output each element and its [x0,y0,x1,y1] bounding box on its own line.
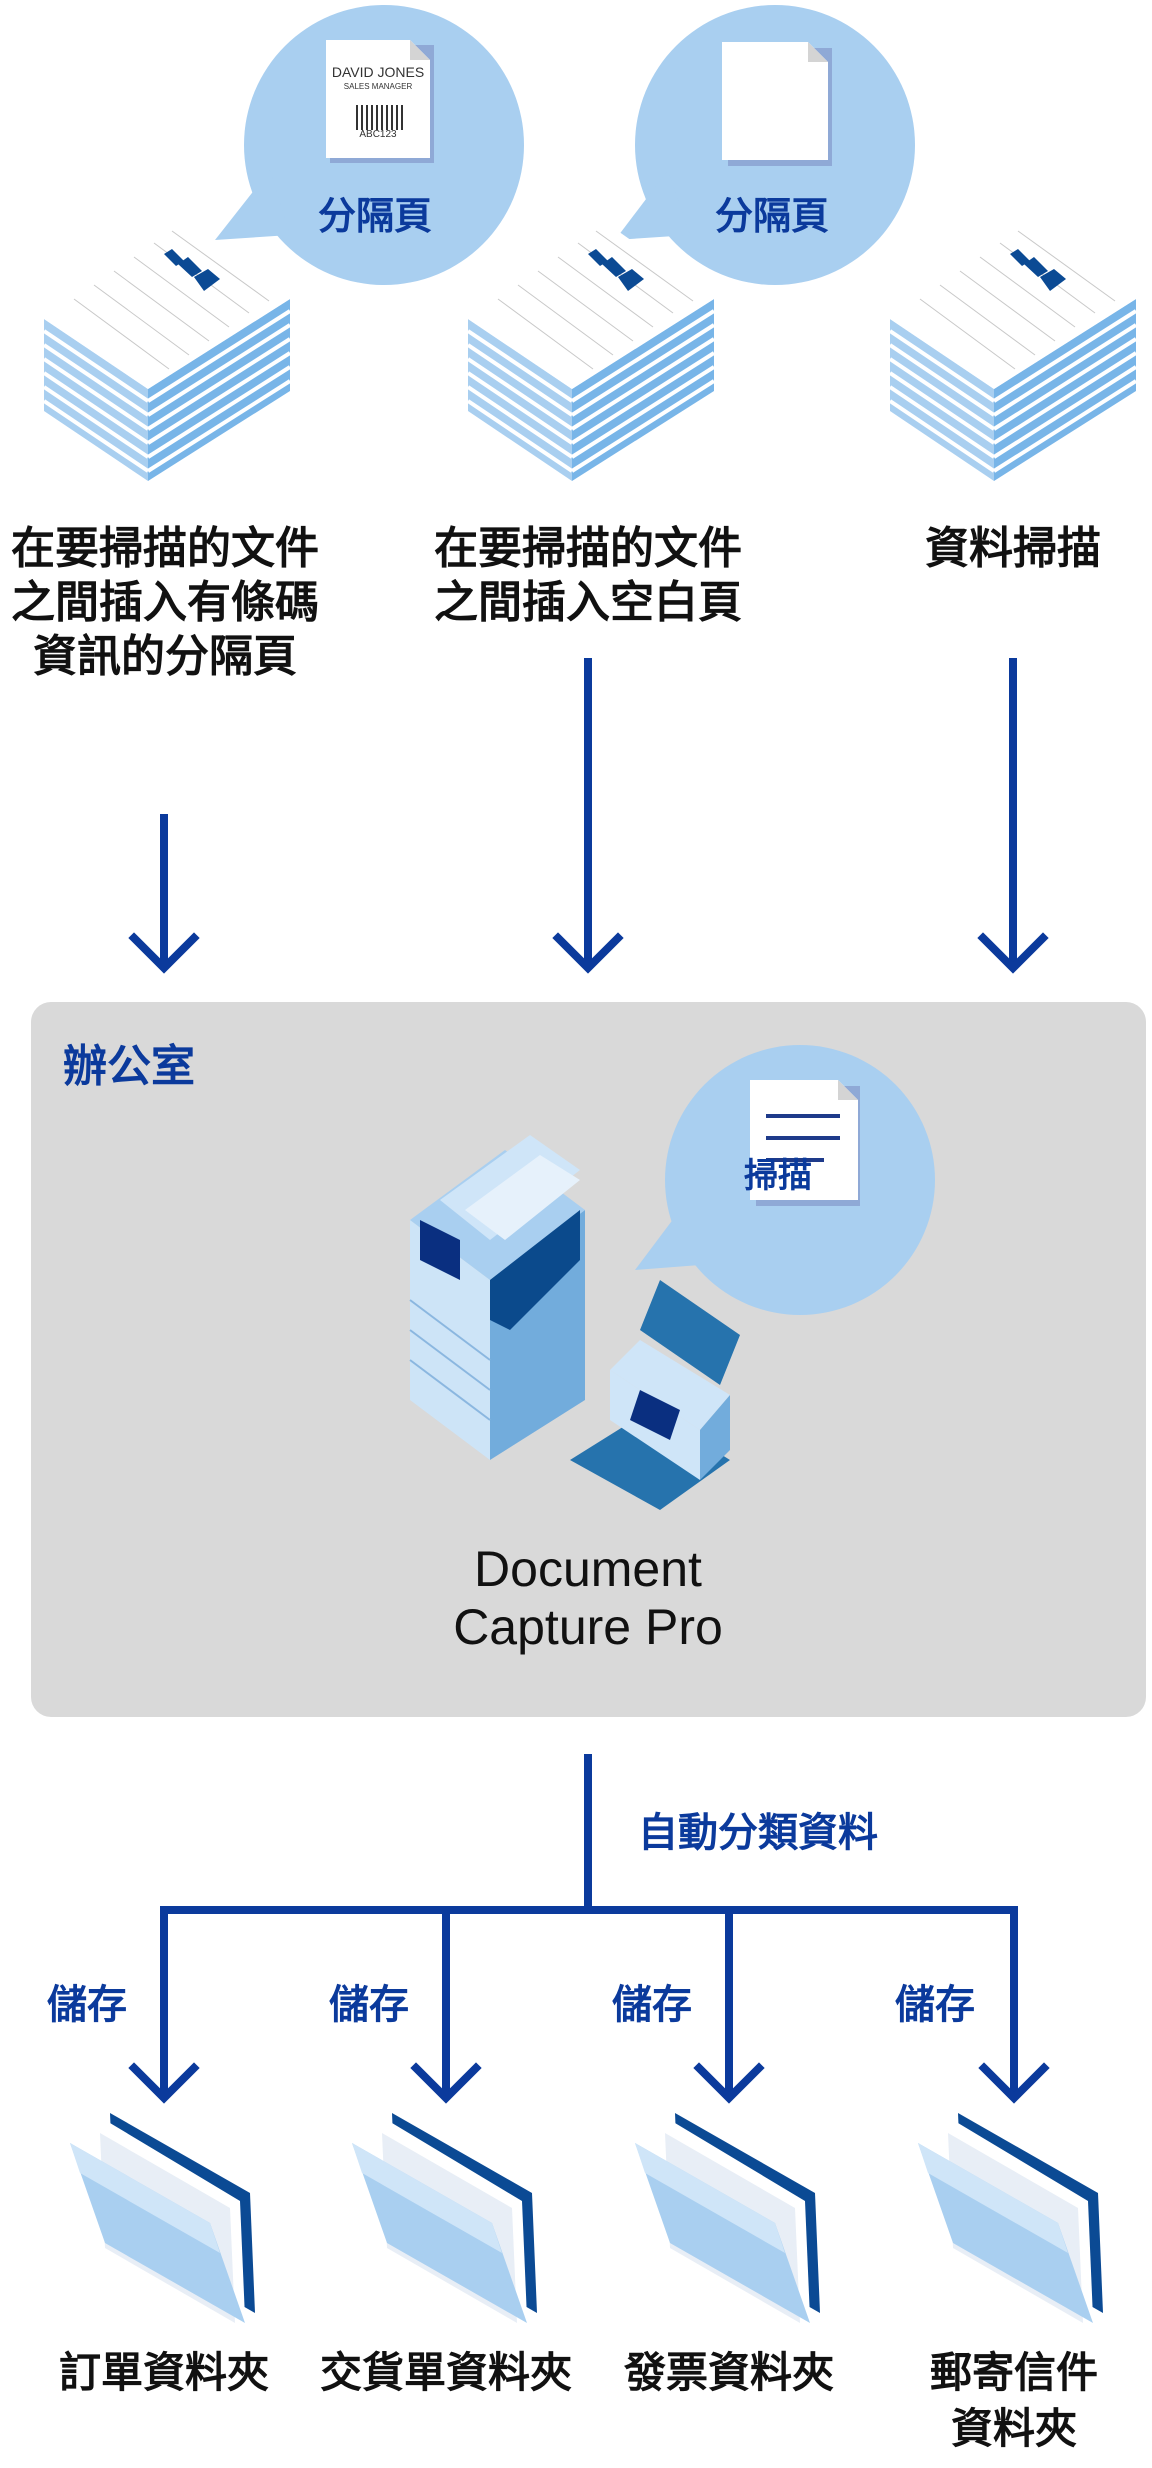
input-arrows [128,658,1049,974]
office-title: 辦公室 [63,1041,195,1092]
bubble-separator-label-2: 分隔頁 [714,194,829,238]
method-label-line: 之間插入空白頁 [434,577,742,628]
sorting-tree [128,1754,1050,2104]
barcode-sheet-code: ABC123 [359,129,397,140]
folder-icon-invoices[interactable] [635,2113,825,2328]
office-panel [31,1002,1146,1717]
document-stack-icon [468,222,714,481]
save-label: 儲存 [895,1982,975,2028]
folder-label-line: 訂單資料夾 [58,2348,269,2397]
method-label-line: 在要掃描的文件 [11,523,319,574]
folder-label-line: 發票資料夾 [623,2348,834,2397]
folder-label-orders: 訂單資料夾 [29,2345,299,2401]
folder-label-line: 郵寄信件 [929,2348,1098,2397]
folder-icon-orders[interactable] [70,2113,260,2328]
multifunction-printer-icon [409,1135,585,1460]
document-stack-icon [890,222,1136,481]
bubble-separator-label-1: 分隔頁 [317,194,432,238]
folder-icon-delivery[interactable] [352,2113,542,2328]
arrow-down-icon [552,658,624,974]
arrow-down-icon [128,814,200,974]
product-name-line: Capture Pro [453,1599,723,1655]
separator-bubbles [215,5,915,285]
method-label-barcode: 在要掃描的文件 之間插入有條碼 資訊的分隔頁 [0,522,330,684]
office-illustration [409,1045,935,1510]
folder-label-line: 交貨單資料夾 [319,2348,572,2397]
barcode-icon [356,105,403,130]
folder-label-mail: 郵寄信件 資料夾 [879,2345,1149,2457]
auto-sort-label: 自動分類資料 [638,1810,878,1856]
arrow-down-icon [410,1906,482,2104]
arrow-down-icon [128,1906,200,2104]
document-scanner-icon [570,1280,740,1510]
product-name: Document Capture Pro [376,1540,800,1656]
bubble-barcode-separator [215,5,524,285]
document-stack-icon [44,222,290,481]
arrow-down-icon [978,1906,1050,2104]
method-label-line: 之間插入有條碼 [11,577,319,628]
method-label-blank: 在要掃描的文件 之間插入空白頁 [423,522,753,630]
document-lines-icon [766,1114,840,1162]
save-label: 儲存 [47,1982,127,2028]
barcode-sheet-title: SALES MANAGER [343,82,413,91]
folder-label-invoices: 發票資料夾 [594,2345,864,2401]
folder-icon-mail[interactable] [918,2113,1108,2328]
barcode-sheet-name: DAVID JONES [331,64,425,80]
scan-bubble-label: 掃描 [744,1156,812,1196]
method-label-line: 資料掃描 [925,523,1101,574]
arrow-down-icon [693,1906,765,2104]
arrow-down-icon [977,658,1049,974]
bubble-blank-separator [615,5,915,285]
method-label-data-scan: 資料掃描 [848,522,1152,576]
product-name-line: Document [474,1541,702,1597]
save-label: 儲存 [329,1982,409,2028]
folder-label-line: 資料夾 [950,2404,1077,2453]
folder-label-delivery: 交貨單資料夾 [311,2345,581,2401]
method-label-line: 在要掃描的文件 [434,523,742,574]
save-label: 儲存 [612,1982,692,2028]
scan-bubble [635,1045,935,1315]
method-label-line: 資訊的分隔頁 [33,631,297,682]
